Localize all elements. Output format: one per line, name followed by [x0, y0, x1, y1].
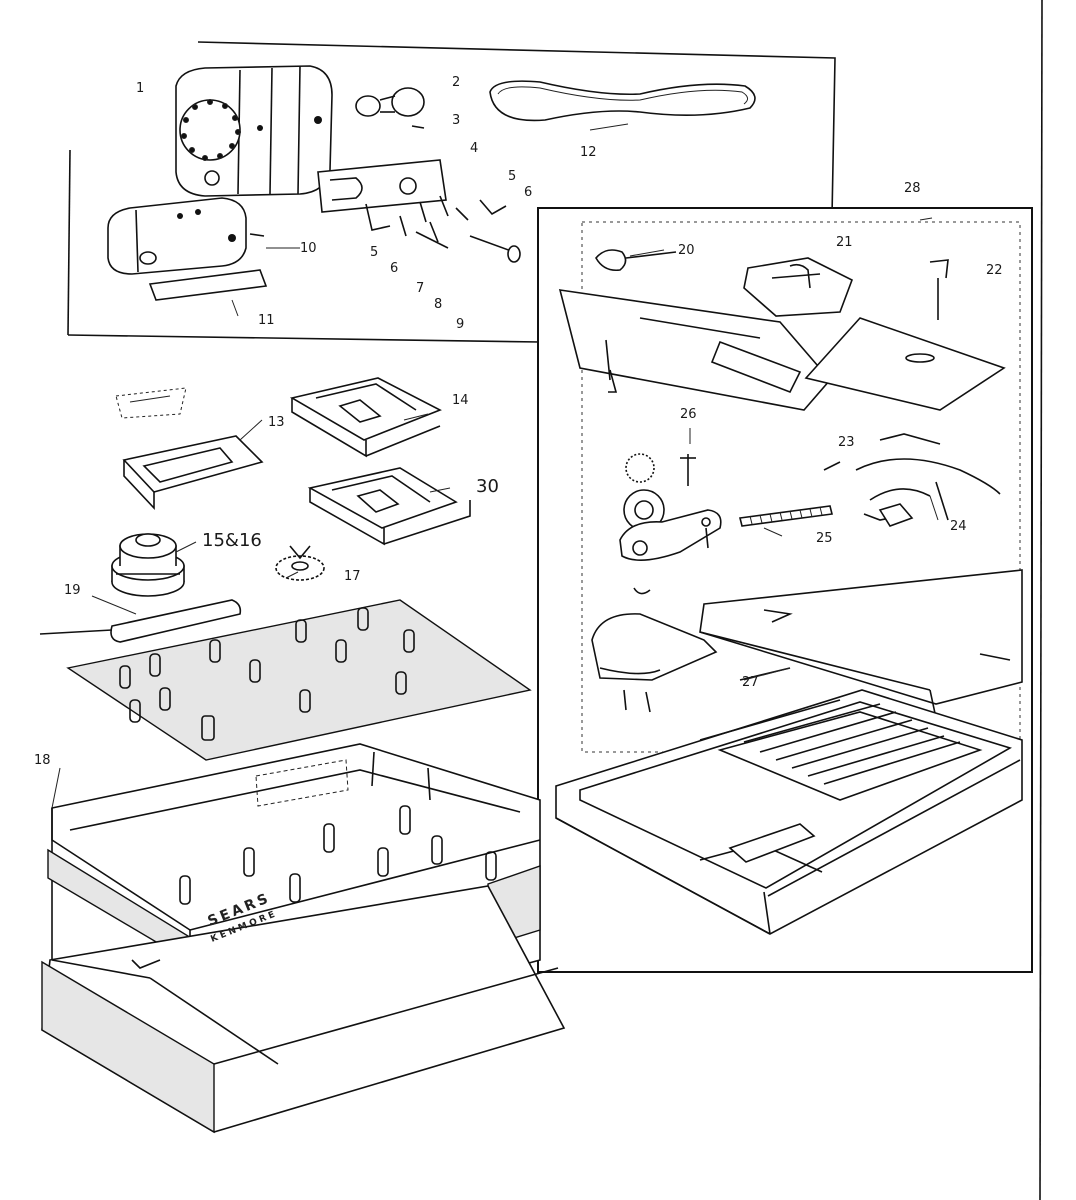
label-part-17: 17	[344, 569, 361, 584]
accessory-tray-part-28	[555, 689, 1023, 935]
label-part-21: 21	[836, 235, 853, 250]
bed-plate-part-20	[558, 249, 832, 411]
spool-parts-15-16	[111, 533, 185, 597]
part-labels: 1 2 3 12 4 5 6 10 5 6 7 8 9 11 13 14 30 …	[34, 75, 1003, 768]
label-part-25: 25	[816, 531, 833, 546]
presser-foot-part-14	[289, 377, 442, 458]
top-parts-panel	[67, 41, 836, 343]
label-part-5a: 5	[508, 169, 516, 184]
label-part-14: 14	[452, 393, 469, 408]
label-part-19: 19	[64, 583, 81, 598]
gear-lever-part-26	[619, 453, 722, 595]
bobbin-part-17	[275, 545, 325, 581]
pad-part-21	[743, 257, 854, 317]
label-part-1: 1	[136, 81, 144, 96]
knob-part-2	[355, 87, 425, 129]
presser-foot-part-30	[307, 467, 471, 546]
label-part-9: 9	[456, 317, 464, 332]
guide-disc-part	[591, 613, 718, 713]
case-lid: SEARS KENMORE	[41, 885, 566, 1134]
label-part-2: 2	[452, 75, 460, 90]
label-part-27: 27	[742, 675, 759, 690]
label-part-10: 10	[300, 241, 317, 256]
label-part-24: 24	[950, 519, 967, 534]
label-part-8: 8	[434, 297, 442, 312]
cover-plate-part-22	[804, 259, 1006, 411]
label-part-23: 23	[838, 435, 855, 450]
leader-lines	[51, 123, 939, 809]
label-part-22: 22	[986, 263, 1003, 278]
rod-part-19	[39, 599, 242, 643]
screw-rod-part-25	[739, 505, 833, 527]
label-part-15-16: 15&16	[202, 530, 262, 551]
label-part-4: 4	[470, 141, 478, 156]
cam-block-part-10	[107, 197, 268, 301]
label-part-11: 11	[258, 313, 275, 328]
page-edge-line	[1039, 0, 1043, 1200]
label-part-12: 12	[580, 145, 597, 160]
label-part-3: 3	[452, 113, 460, 128]
tray-lid-part-27	[699, 569, 1023, 719]
label-part-6b: 6	[390, 261, 398, 276]
belt-part-12	[489, 80, 756, 122]
pattern-cards-part-13	[115, 387, 264, 511]
label-part-6a: 6	[524, 185, 532, 200]
label-part-26: 26	[680, 407, 697, 422]
bracket-assembly-parts-4-9	[317, 159, 521, 263]
label-part-5b: 5	[370, 245, 378, 260]
foam-insert	[66, 599, 532, 761]
label-part-13: 13	[268, 415, 285, 430]
label-part-7: 7	[416, 281, 424, 296]
label-part-18: 18	[34, 753, 51, 768]
label-part-28: 28	[904, 181, 921, 196]
cam-stack-part-1	[175, 65, 333, 197]
label-part-30: 30	[476, 476, 499, 497]
spring-arm-parts-23-24	[823, 433, 1001, 527]
label-part-20: 20	[678, 243, 695, 258]
